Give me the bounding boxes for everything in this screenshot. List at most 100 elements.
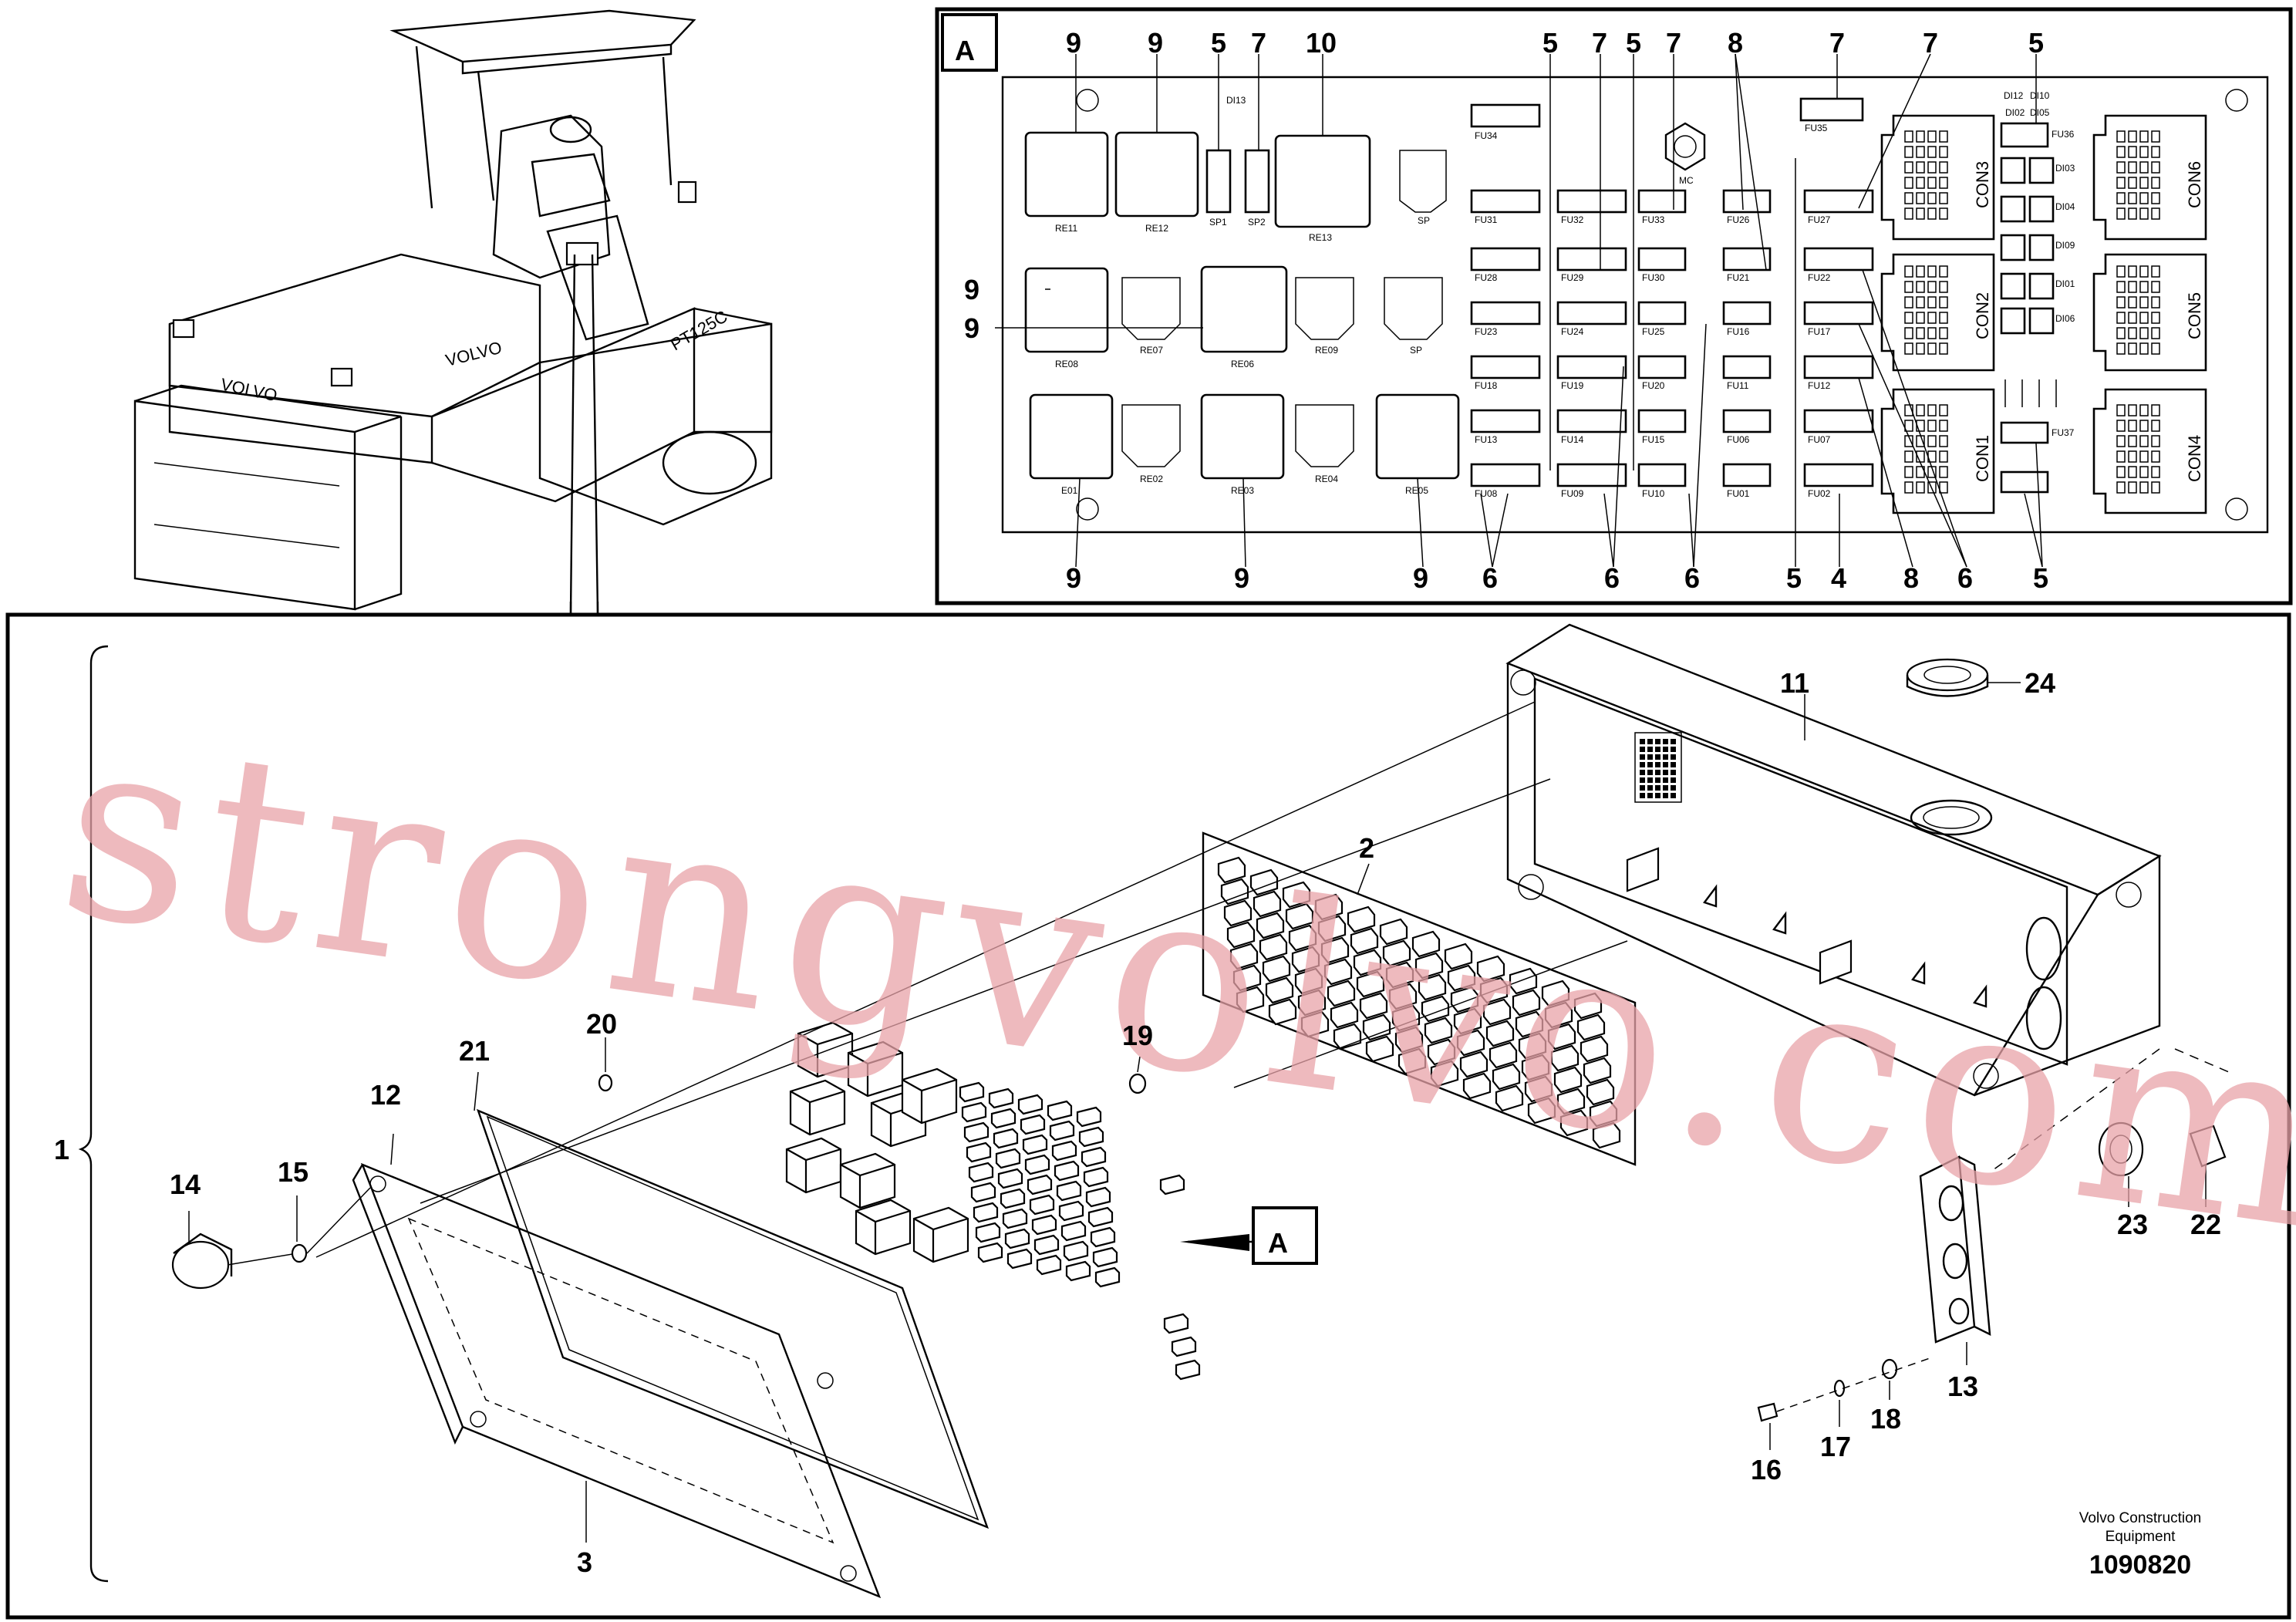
connector-pin (1927, 312, 1937, 324)
board-component (1541, 980, 1570, 1007)
fuse-label: FU21 (1727, 272, 1750, 283)
callout-5: 5 (1542, 27, 1558, 59)
loose-parts (785, 1021, 1201, 1381)
plate-cell (1655, 785, 1660, 791)
fuse-slot (1637, 247, 1687, 271)
plate-cell (1663, 747, 1668, 752)
loose-fuse (959, 1081, 985, 1103)
diode-label: DI02 (2005, 107, 2025, 118)
loose-fuse (1094, 1266, 1121, 1288)
fuse-slot (1803, 463, 1874, 487)
fuse-slot (1470, 247, 1541, 271)
fuse-slot (1470, 409, 1541, 433)
diode-label: DI09 (2055, 240, 2075, 251)
loose-fuse (1159, 1174, 1185, 1195)
connector-pin (1927, 481, 1937, 494)
loose-fuse (1060, 1220, 1087, 1242)
loose-relay (901, 1067, 958, 1125)
connector-pin (2128, 466, 2137, 478)
board-component (1492, 1063, 1521, 1091)
connector-pin (2139, 327, 2149, 339)
relay-label: SP (1418, 215, 1430, 226)
connector-pin (2128, 265, 2137, 278)
loose-relay (797, 1021, 854, 1078)
connector-pin (2128, 177, 2137, 189)
connector-pin (2151, 192, 2160, 204)
fuse-label: FU31 (1475, 214, 1498, 225)
plate-cell (1663, 777, 1668, 783)
connector-pin (2116, 281, 2126, 293)
connector-pin (2116, 161, 2126, 174)
connector-pin (1927, 265, 1937, 278)
enclosure-box (1505, 623, 2162, 1097)
loose-fuse (1090, 1226, 1116, 1248)
fuse-slot (1803, 355, 1874, 379)
detail-a-frame: A RE11 RE12 RE13 RE08 RE07 R (935, 7, 2293, 605)
connector-pin (1916, 404, 1925, 416)
connector-pin (1927, 342, 1937, 355)
callout-6: 6 (1482, 562, 1498, 594)
connector-pin (1916, 192, 1925, 204)
loose-fuse (1017, 1094, 1043, 1115)
connector-pin (2128, 161, 2137, 174)
connector-pin (1939, 342, 1948, 355)
connector-pin (2128, 130, 2137, 143)
relay-label: RE05 (1405, 485, 1428, 496)
connector-pin (1904, 192, 1913, 204)
fuse-slot (1803, 301, 1874, 325)
fuse-label: FU37 (2052, 427, 2075, 438)
exploded-callouts: 1 2 3 11 12 13 14 15 16 17 18 19 20 21 2… (54, 667, 2221, 1578)
fuse-slot (1803, 247, 1874, 271)
connector-pin (2151, 146, 2160, 158)
fuse-slot (1556, 189, 1627, 214)
board-component (1550, 1044, 1580, 1072)
connector-pin (1927, 177, 1937, 189)
loose-fuse (997, 1168, 1023, 1189)
connector-pin (1904, 450, 1913, 463)
view-ref-label: A (1268, 1227, 1288, 1259)
connector-pin (2139, 207, 2149, 220)
plate-cell (1647, 747, 1653, 752)
fuse-slot (1556, 463, 1627, 487)
connector-pin (2139, 450, 2149, 463)
connector-pin (2151, 265, 2160, 278)
callout-5: 5 (2028, 27, 2044, 59)
board-component (1294, 967, 1323, 995)
fuse-label: FU36 (2052, 129, 2075, 140)
connector-pin (2128, 404, 2137, 416)
board-component (1350, 927, 1379, 955)
loose-fuse (1033, 1234, 1060, 1256)
board-component (1459, 1050, 1489, 1078)
loose-fuse (1054, 1160, 1080, 1182)
board-component (1544, 1001, 1573, 1029)
mc-label: MC (1679, 175, 1694, 186)
connector-pin (2151, 296, 2160, 309)
mount-bracket (1919, 1155, 1991, 1344)
board-component (1226, 921, 1256, 949)
connector-pin (2116, 481, 2126, 494)
loose-fuse (1029, 1194, 1055, 1216)
fuse-slot (1637, 463, 1687, 487)
connector-pin (2128, 192, 2137, 204)
screw-19 (1128, 1073, 1147, 1094)
board-component (1583, 1057, 1612, 1084)
connector-pin (2116, 296, 2126, 309)
connector-pin (1904, 327, 1913, 339)
connector-label: CON3 (1973, 161, 1992, 208)
plate-cell (1671, 762, 1676, 767)
fuse-label: FU28 (1475, 272, 1498, 283)
callout-9: 9 (1066, 562, 1081, 594)
fuse-label: FU07 (1808, 434, 1831, 445)
connector-pin (2151, 450, 2160, 463)
connector-pin (2128, 296, 2137, 309)
callout-4: 4 (1831, 562, 1846, 594)
connector-pin (1916, 265, 1925, 278)
connector-pin (2151, 130, 2160, 143)
connector-label: CON6 (2185, 161, 2204, 208)
callout-3: 3 (577, 1546, 592, 1578)
loose-fuse (1085, 1186, 1111, 1208)
board-component (1424, 1017, 1453, 1044)
connector-blocks: CON3 CON2 CON1 CON6 CON5 CON4 (1880, 114, 2207, 514)
connector-pin (1927, 296, 1937, 309)
board-component (1573, 992, 1603, 1020)
